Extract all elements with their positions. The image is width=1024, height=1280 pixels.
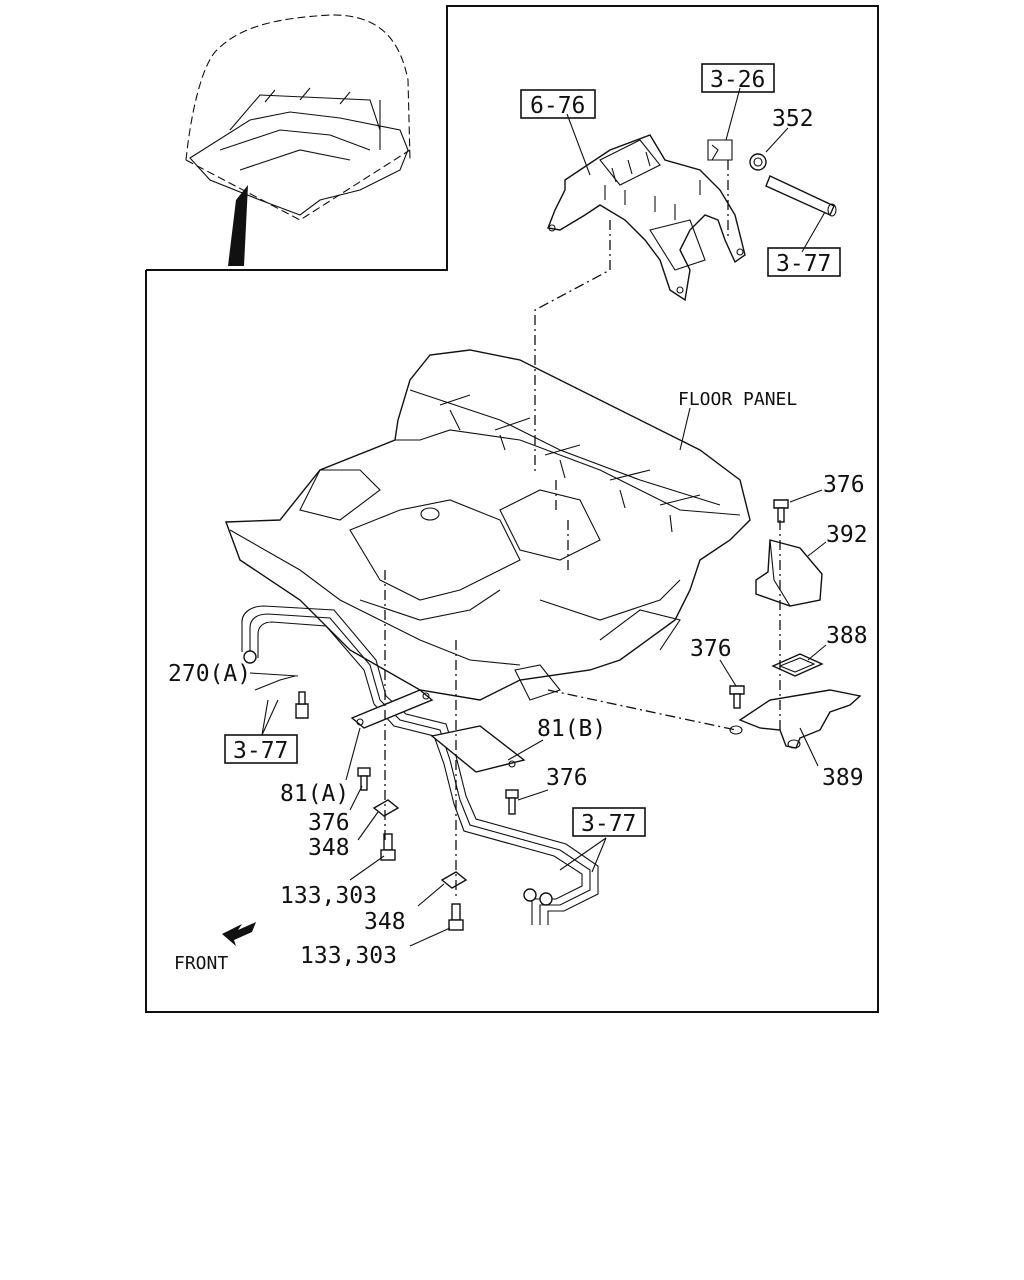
bolt-133-303-right [448,903,464,931]
label-352: 352 [772,106,814,132]
label-388: 388 [826,623,868,649]
leader-lines [249,87,827,947]
label-270a: 270(A) [168,661,251,687]
clip-348-left [372,799,400,817]
label-348-left: 348 [308,835,350,861]
ref-box-6-76 [520,89,596,119]
label-81b: 81(B) [537,716,606,742]
clamp-81b [430,725,526,773]
label-376-left: 376 [308,810,350,836]
label-348-right: 348 [364,909,406,935]
label-81a: 81(A) [280,781,349,807]
label-376-upper: 376 [823,472,865,498]
label-376-mid: 376 [690,636,732,662]
ref-3-77-left: 3-77 [233,738,288,764]
ref-box-3-77-bottom [572,807,646,837]
bolt-376-mid [729,685,745,709]
fuel-pipes [241,605,599,925]
label-front: FRONT [174,953,228,974]
label-133-303-right: 133,303 [300,943,397,969]
ref-3-77-bottom: 3-77 [581,811,636,837]
bolt-376-left [357,767,371,791]
ref-box-3-77-left [224,734,298,764]
front-arrow-icon [222,922,256,946]
label-392: 392 [826,522,868,548]
bolt-133-303-left [380,833,396,861]
bolt-376-right [505,789,519,815]
bracket-389 [729,689,862,749]
alignment-lines [384,160,781,900]
bracket-assembly-6-76 [547,134,837,302]
label-376-right: 376 [546,765,588,791]
pad-388 [771,653,824,677]
cab-inset-view [185,14,411,266]
clamp-81a [350,689,434,729]
bolt-270a [254,675,309,719]
label-389: 389 [822,765,864,791]
ref-box-3-77-top [767,247,841,277]
label-133-303-left: 133,303 [280,883,377,909]
clip-348-right [440,871,468,889]
ref-box-3-26 [701,63,775,93]
ref-3-77-top: 3-77 [776,251,831,277]
inset-frame [145,5,879,1013]
bolt-376-upper [773,499,789,523]
label-floor-panel: FLOOR PANEL [678,389,797,410]
ref-3-26: 3-26 [710,67,765,93]
ref-6-76: 6-76 [530,93,585,119]
floor-panel-drawing [225,349,751,701]
bracket-392 [755,539,823,607]
